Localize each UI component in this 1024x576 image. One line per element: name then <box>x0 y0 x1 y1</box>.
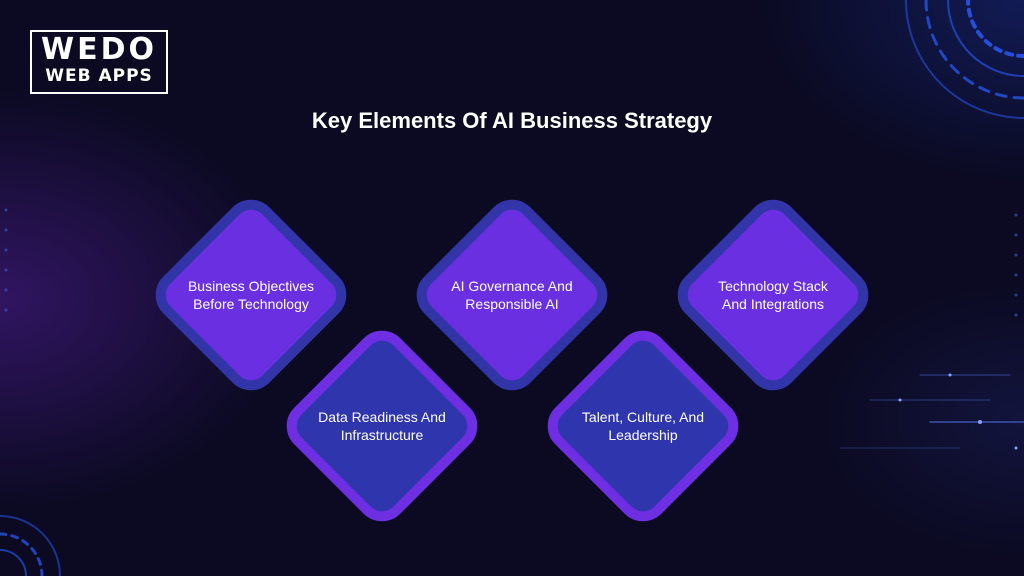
element-business-objectives: Business Objectives Before Technology <box>144 188 358 402</box>
element-label: AI Governance And Responsible AI <box>451 278 573 312</box>
wedo-web-apps-logo: WEDO WEB APPS <box>30 30 168 94</box>
element-label: Technology Stack And Integrations <box>718 278 828 312</box>
element-talent-culture: Talent, Culture, And Leadership <box>536 319 750 533</box>
bottom-left-arcs-decoration <box>0 515 61 576</box>
element-data-readiness: Data Readiness And Infrastructure <box>275 319 489 533</box>
element-label: Business Objectives Before Technology <box>187 278 315 312</box>
logo-wordmark: WEDO <box>41 32 157 67</box>
element-label: Data Readiness And Infrastructure <box>318 409 446 443</box>
element-technology-stack: Technology Stack And Integrations <box>666 188 880 402</box>
element-label: Talent, Culture, And Leadership <box>581 409 705 443</box>
logo-tagline: WEB APPS <box>45 66 153 86</box>
element-ai-governance: AI Governance And Responsible AI <box>405 188 619 402</box>
page-title: Key Elements Of AI Business Strategy <box>311 108 713 133</box>
